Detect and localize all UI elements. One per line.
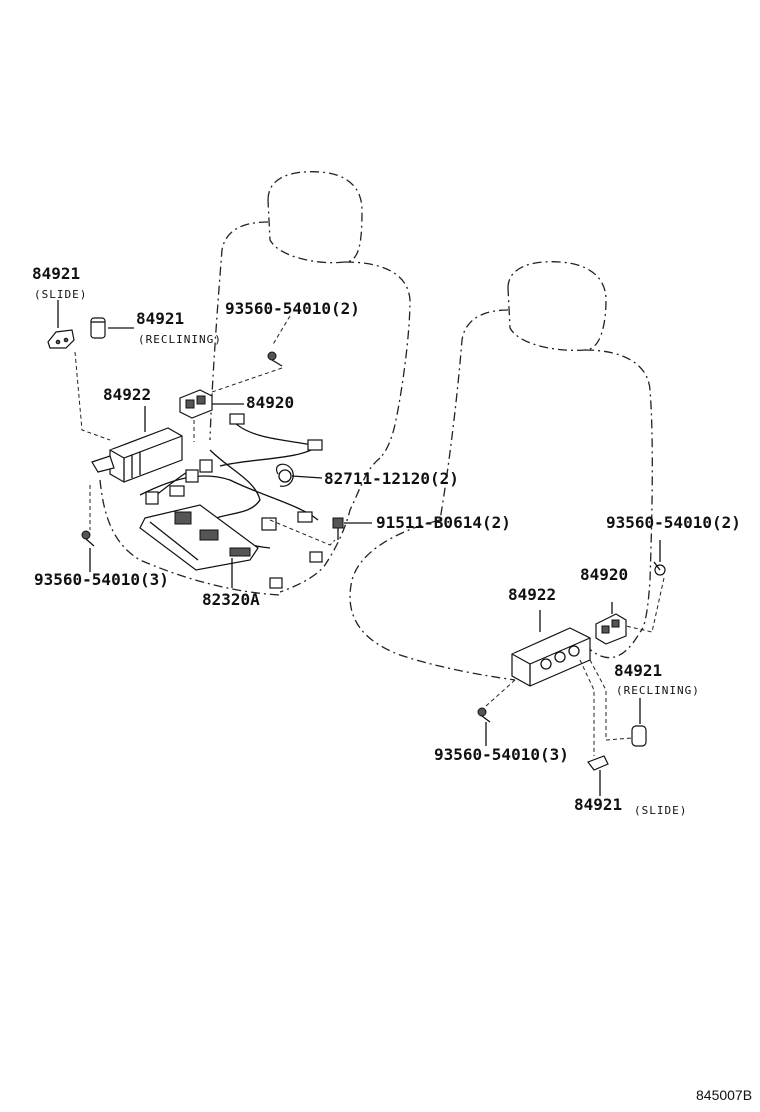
- left-84922-label: 84922: [103, 385, 151, 404]
- leader-lines: [57, 300, 665, 796]
- left-reclining-sublabel: (RECLINING): [138, 333, 222, 346]
- left-bottom-screw-part: [81, 530, 95, 547]
- left-84921-reclining-label: 84921: [136, 309, 184, 328]
- right-93560-top-label: 93560-54010(2): [606, 513, 741, 532]
- left-84920-label: 84920: [246, 393, 294, 412]
- right-84921-reclining-label: 84921: [614, 661, 662, 680]
- left-84921-slide-label: 84921: [32, 264, 80, 283]
- left-82711-label: 82711-12120(2): [324, 469, 459, 488]
- right-84922-label: 84922: [508, 585, 556, 604]
- right-slide-sublabel: (SLIDE): [634, 804, 687, 817]
- left-lumbar-switch-part: [179, 389, 213, 419]
- diagram-code-label: 845007B: [696, 1087, 752, 1103]
- right-lumbar-switch-part: [595, 613, 627, 645]
- right-power-seat-switch-part: [511, 627, 591, 687]
- left-harness-module-part: [139, 504, 259, 571]
- left-slide-knob-part: [47, 329, 75, 349]
- right-reclining-sublabel: (RECLINING): [616, 684, 700, 697]
- left-93560-top-label: 93560-54010(2): [225, 299, 360, 318]
- right-84921-slide-label: 84921: [574, 795, 622, 814]
- left-top-screw-part: [267, 351, 283, 367]
- right-93560-bottom-label: 93560-54010(3): [434, 745, 569, 764]
- left-91511-label: 91511-B0614(2): [376, 513, 511, 532]
- right-bottom-screw-part: [477, 707, 491, 723]
- right-reclining-knob-part: [631, 725, 647, 747]
- right-84920-label: 84920: [580, 565, 628, 584]
- left-wire-harness-part: [139, 413, 323, 589]
- right-top-screw-part: [653, 561, 666, 576]
- left-slide-sublabel: (SLIDE): [34, 288, 87, 301]
- left-bolt-part: [332, 517, 344, 540]
- right-slide-knob-part: [587, 755, 609, 771]
- left-reclining-knob-part: [90, 317, 106, 339]
- left-seat-outline: [99, 171, 411, 596]
- left-power-seat-switch-part: [91, 427, 183, 483]
- left-clamp-part: [276, 463, 294, 487]
- left-93560-bottom-label: 93560-54010(3): [34, 570, 169, 589]
- left-82320a-label: 82320A: [202, 590, 260, 609]
